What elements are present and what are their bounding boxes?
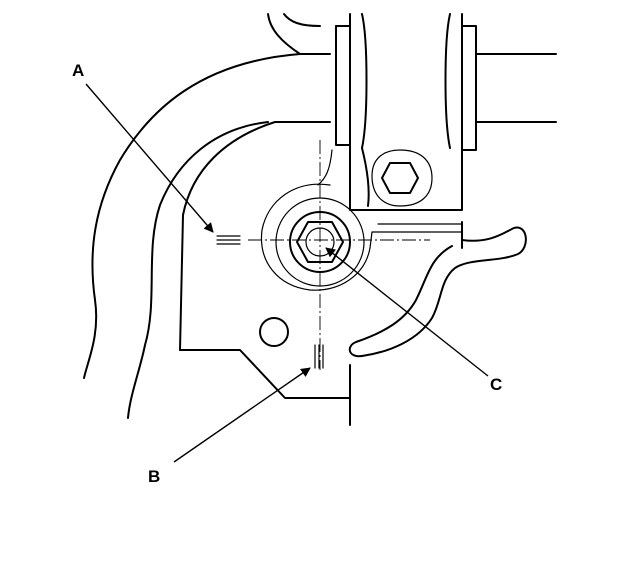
label-c: C [490,375,502,394]
callout-c: C [325,247,502,394]
outer-housing [83,13,331,419]
callout-a: A [72,61,214,233]
label-a: A [72,61,84,80]
nut-bolt [275,197,365,287]
lever-arm [348,226,527,358]
callout-b: B [148,367,311,486]
stabilizer-clamp [335,13,557,211]
label-b: B [148,467,160,486]
bracket-plate [179,121,463,426]
alignment-mark-a [216,235,241,245]
center-lines [248,140,430,370]
alignment-mark-b [314,344,324,369]
